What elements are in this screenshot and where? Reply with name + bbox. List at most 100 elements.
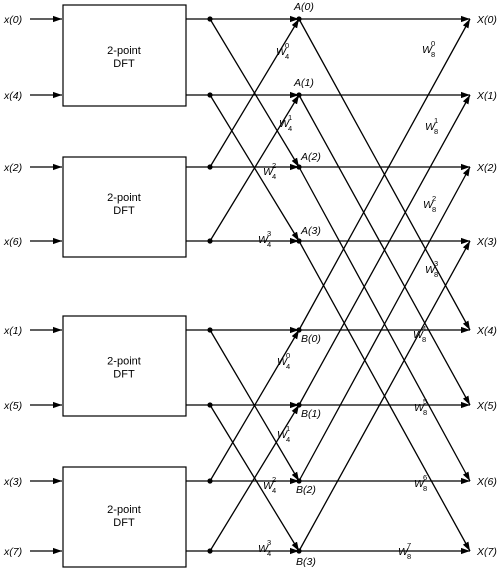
stage1-node-1 (207, 92, 213, 98)
stage2-node-6 (296, 478, 302, 484)
twiddle-w8-2-subscript: 8 (432, 205, 436, 214)
twiddle-w8-2-base: W (423, 199, 434, 211)
stage2-node-3 (296, 238, 302, 244)
stage2-cross-6-to-4 (209, 329, 300, 482)
output-label-3: X(3) (476, 236, 497, 248)
twiddle-w4-0-base: W (276, 46, 287, 58)
stage2-node-1 (296, 92, 302, 98)
twiddle-w4-0-subscript: 4 (285, 52, 289, 61)
twiddle-w8-3-subscript: 8 (434, 270, 438, 279)
input-label-6: x(3) (3, 476, 22, 488)
output-label-7: X(7) (476, 546, 497, 558)
output-label-4: X(4) (476, 325, 497, 337)
stage1-node-6 (207, 478, 213, 484)
twiddle-w8-5-base: W (414, 402, 425, 414)
stage2-node-label-1: A(1) (293, 77, 314, 89)
stage2-node-4 (296, 327, 302, 333)
twiddle-w4-7-superscript: 3 (267, 538, 271, 547)
twiddle-w4-3-base: W (258, 234, 269, 246)
twiddle-w4-6-base: W (263, 480, 274, 492)
twiddle-w8-3-superscript: 3 (434, 259, 438, 268)
dft-box-3-line1: 2-point (107, 504, 141, 516)
twiddle-w8-4-superscript: 4 (422, 324, 426, 333)
stage2-node-label-6: B(2) (296, 484, 316, 496)
input-label-0: x(0) (3, 14, 22, 26)
twiddle-w8-5-subscript: 8 (423, 408, 427, 417)
stage2-node-0 (296, 16, 302, 22)
twiddle-w4-4-base: W (277, 356, 288, 368)
twiddle-w4-2-base: W (263, 166, 274, 178)
stage1-node-3 (207, 238, 213, 244)
twiddle-w8-7-base: W (398, 546, 409, 558)
twiddle-w4-2-superscript: 2 (272, 161, 276, 170)
stage1-node-4 (207, 327, 213, 333)
stage2-node-5 (296, 402, 302, 408)
dft-box-3-line2: DFT (113, 517, 135, 529)
stage2-node-label-7: B(3) (296, 556, 316, 568)
output-label-6: X(6) (476, 476, 497, 488)
stage2-node-label-0: A(0) (293, 1, 314, 13)
stage2-node-label-2: A(2) (300, 151, 321, 163)
stage2-node-label-4: B(0) (301, 333, 321, 345)
twiddle-w4-4-superscript: 0 (286, 351, 290, 360)
twiddle-w4-6-superscript: 2 (272, 475, 276, 484)
twiddle-w4-1-superscript: 1 (288, 113, 292, 122)
twiddle-w8-5-superscript: 5 (423, 397, 427, 406)
dft-box-2-line2: DFT (113, 369, 135, 381)
dft-box-3 (62, 466, 187, 568)
twiddle-w4-4-subscript: 4 (286, 362, 290, 371)
stage1-node-7 (207, 548, 213, 554)
output-label-2: X(2) (476, 162, 497, 174)
input-label-2: x(2) (3, 162, 22, 174)
twiddle-w4-1-base: W (279, 118, 290, 130)
twiddle-w8-6-superscript: 6 (423, 473, 427, 482)
stage3-cross-5-to-1 (298, 94, 471, 406)
output-label-5: X(5) (476, 400, 497, 412)
twiddle-w8-0-superscript: 0 (431, 39, 435, 48)
stage2-cross-3-to-1 (209, 94, 300, 242)
stage2-cross-7-to-5 (209, 404, 300, 552)
twiddle-w8-0-subscript: 8 (431, 50, 435, 59)
dft-box-1-line1: 2-point (107, 192, 141, 204)
twiddle-w4-1-subscript: 4 (288, 124, 292, 133)
twiddle-w4-6-subscript: 4 (272, 486, 276, 495)
stage3-cross-4-to-0 (298, 18, 471, 331)
dft-box-0 (62, 4, 187, 107)
twiddle-w8-4-base: W (413, 329, 424, 341)
twiddle-w8-1-superscript: 1 (434, 116, 438, 125)
stage1-node-2 (207, 164, 213, 170)
output-label-1: X(1) (476, 90, 497, 102)
twiddle-w8-6-base: W (414, 478, 425, 490)
twiddle-w8-1-subscript: 8 (434, 127, 438, 136)
dft-box-0-line2: DFT (113, 58, 135, 70)
stage3-cross-7-to-3 (298, 240, 471, 552)
twiddle-w4-2-subscript: 4 (272, 172, 276, 181)
stage1-node-5 (207, 402, 213, 408)
twiddle-w8-2-superscript: 2 (432, 194, 436, 203)
twiddle-w8-3-base: W (425, 264, 436, 276)
twiddle-w8-7-subscript: 8 (407, 552, 411, 561)
twiddle-w4-3-superscript: 3 (267, 229, 271, 238)
input-label-1: x(4) (3, 90, 22, 102)
stage3-cross-6-to-2 (298, 166, 471, 482)
stage1-node-0 (207, 16, 213, 22)
twiddle-w4-7-base: W (258, 543, 269, 555)
twiddle-w4-5-superscript: 1 (286, 424, 290, 433)
twiddle-w8-1-base: W (425, 121, 436, 133)
twiddle-w4-5-subscript: 4 (286, 435, 290, 444)
stage2-node-2 (296, 164, 302, 170)
